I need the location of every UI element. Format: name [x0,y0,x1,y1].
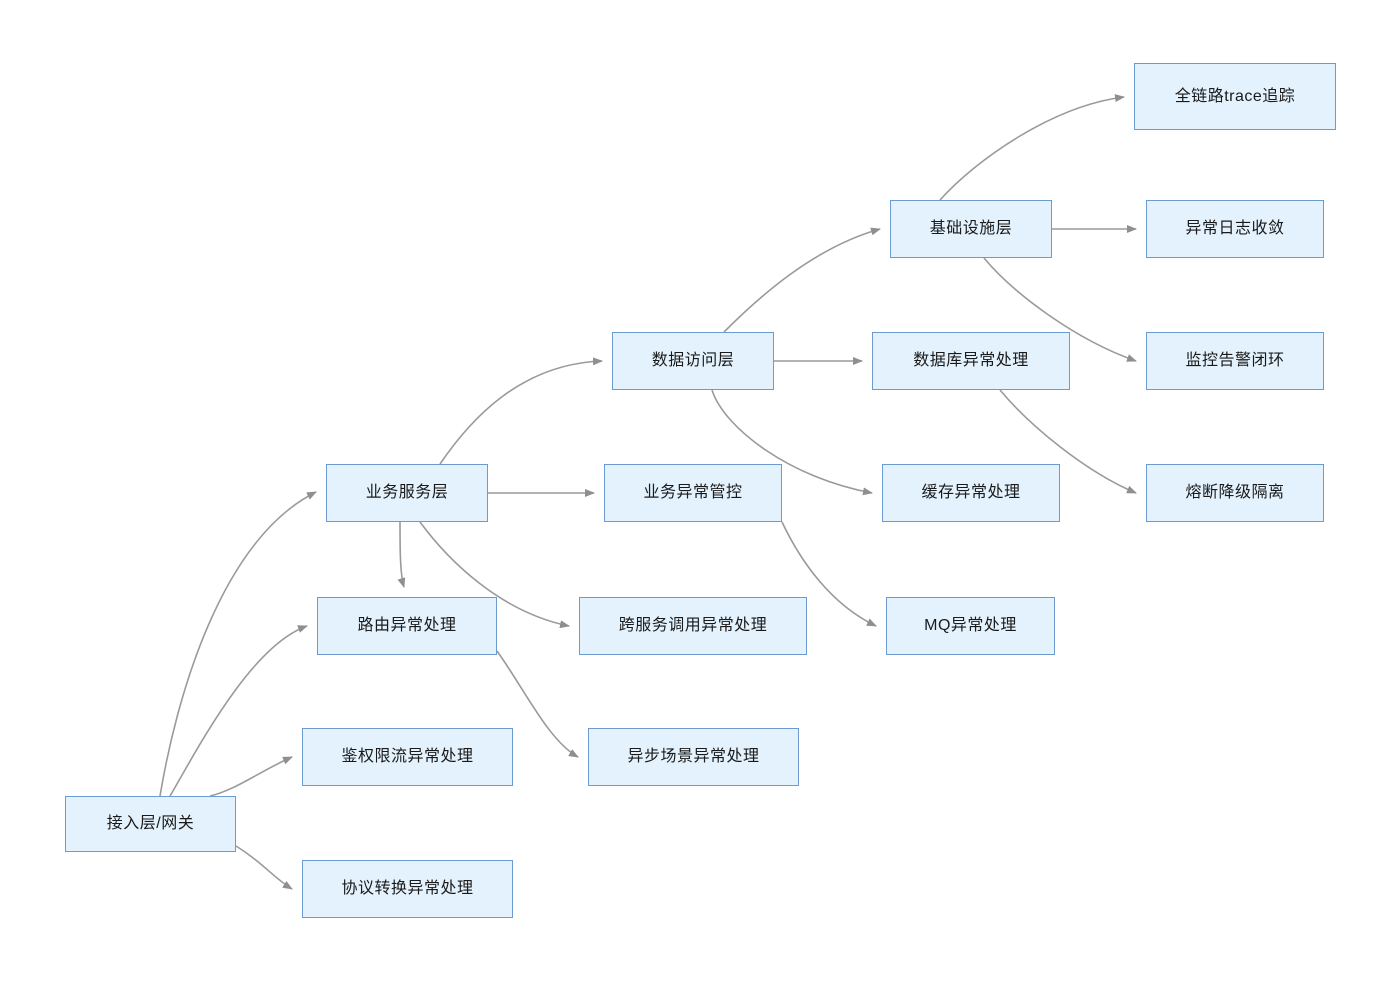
edge-data_access-to-infra [723,227,881,333]
edge-gateway-to-protocol_exc [235,845,293,890]
node-label-mq_exc: MQ异常处理 [924,617,1017,635]
node-label-auth_exc: 鉴权限流异常处理 [341,748,474,766]
node-gateway[interactable]: 接入层/网关 [65,796,236,852]
node-label-business: 业务服务层 [365,484,449,502]
node-label-biz_exc_ctrl: 业务异常管控 [643,484,743,502]
node-log_converge[interactable]: 异常日志收敛 [1146,200,1324,258]
edge-business-to-route_exc [397,521,406,588]
node-label-cache_exc: 缓存异常处理 [921,484,1021,502]
edge-infra-to-trace [939,94,1125,201]
node-label-data_access: 数据访问层 [651,352,735,370]
node-data_access[interactable]: 数据访问层 [612,332,774,390]
node-cache_exc[interactable]: 缓存异常处理 [882,464,1060,522]
node-label-route_exc: 路由异常处理 [357,617,457,635]
node-async_exc[interactable]: 异步场景异常处理 [588,728,799,786]
node-route_exc[interactable]: 路由异常处理 [317,597,497,655]
node-label-monitor_alert: 监控告警闭环 [1185,352,1285,370]
edge-gateway-to-route_exc [169,625,308,797]
node-mq_exc[interactable]: MQ异常处理 [886,597,1055,655]
node-db_exc[interactable]: 数据库异常处理 [872,332,1070,390]
node-monitor_alert[interactable]: 监控告警闭环 [1146,332,1324,390]
node-label-db_exc: 数据库异常处理 [913,352,1029,370]
node-label-circuit_break: 熔断降级隔离 [1185,484,1285,502]
edge-gateway-to-auth_exc [209,756,293,797]
node-biz_exc_ctrl[interactable]: 业务异常管控 [604,464,782,522]
node-infra[interactable]: 基础设施层 [890,200,1052,258]
edge-gateway-to-business [159,491,317,797]
node-label-gateway: 接入层/网关 [106,815,195,833]
node-cross_svc_exc[interactable]: 跨服务调用异常处理 [579,597,807,655]
node-auth_exc[interactable]: 鉴权限流异常处理 [302,728,513,786]
edge-business-to-data_access [439,357,603,465]
node-label-cross_svc_exc: 跨服务调用异常处理 [618,617,768,635]
node-label-log_converge: 异常日志收敛 [1185,220,1285,238]
node-label-trace: 全链路trace追踪 [1174,87,1296,105]
node-circuit_break[interactable]: 熔断降级隔离 [1146,464,1324,522]
node-business[interactable]: 业务服务层 [326,464,488,522]
node-trace[interactable]: 全链路trace追踪 [1134,63,1336,130]
node-label-infra: 基础设施层 [929,220,1013,238]
node-label-protocol_exc: 协议转换异常处理 [341,880,474,898]
node-protocol_exc[interactable]: 协议转换异常处理 [302,860,513,918]
node-label-async_exc: 异步场景异常处理 [627,748,760,766]
